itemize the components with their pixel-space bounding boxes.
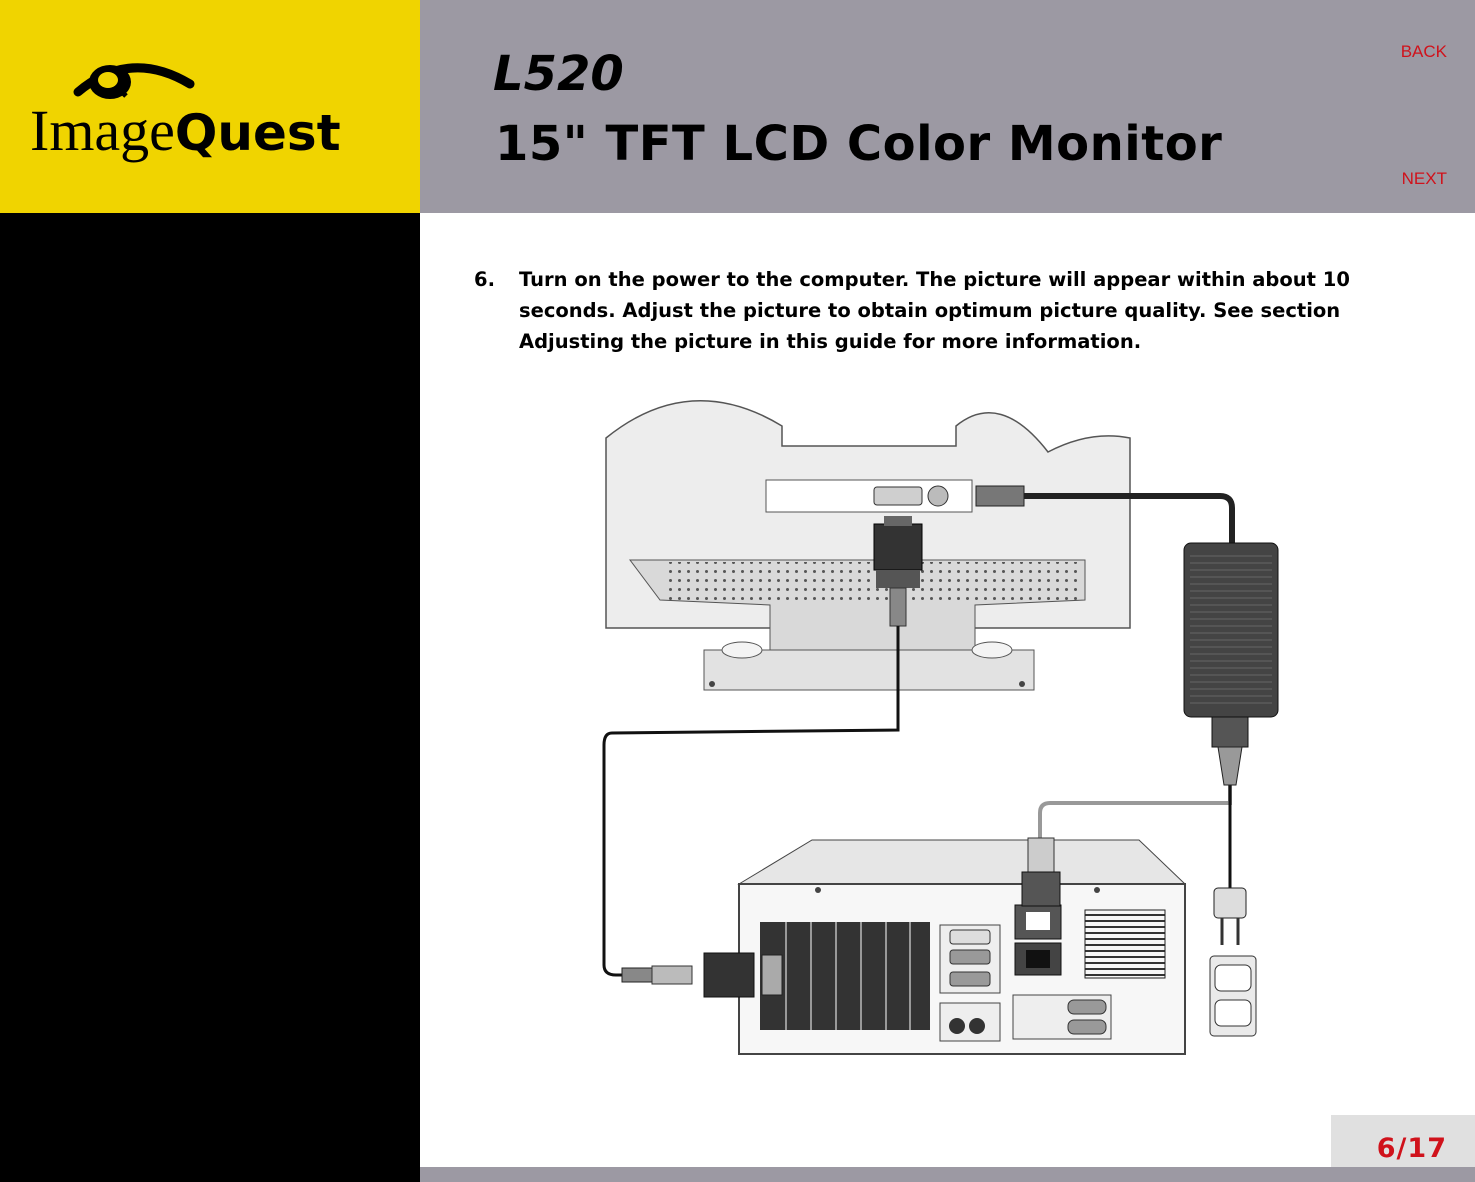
- power-adapter: [1183, 542, 1279, 786]
- signal-cable: [602, 626, 900, 977]
- instruction-step: 6. Turn on the power to the computer. Th…: [474, 264, 1394, 357]
- dc-power-cable: [1024, 493, 1235, 545]
- wall-plug: [1213, 887, 1247, 945]
- logo-panel: ImageQuest: [0, 0, 420, 213]
- model-title: L520: [493, 46, 624, 102]
- monitor-power-plug: [975, 485, 1025, 507]
- imagequest-logo: ImageQuest: [30, 63, 341, 163]
- monitor-rear: [605, 399, 1131, 691]
- header-bar: [420, 0, 1475, 213]
- back-link[interactable]: BACK: [1400, 42, 1447, 61]
- page-subtitle: 15" TFT LCD Color Monitor: [495, 116, 1223, 172]
- next-link[interactable]: NEXT: [1401, 169, 1447, 188]
- sidebar: [0, 213, 420, 1182]
- footer-bar: [420, 1167, 1475, 1182]
- computer-rear: [737, 839, 1187, 1055]
- step-number: 6.: [474, 268, 495, 291]
- computer-power-plug: [1021, 837, 1061, 907]
- eye-icon: [73, 63, 195, 99]
- step-text: Turn on the power to the computer. The p…: [519, 268, 1350, 353]
- page-number-tab: [1331, 1115, 1475, 1167]
- page-number: 6/17: [1376, 1133, 1447, 1164]
- ac-power-cord: [1038, 785, 1232, 840]
- monitor-dsub-connector: [873, 516, 923, 627]
- logo-wordmark: ImageQuest: [30, 98, 341, 163]
- wall-outlet: [1209, 955, 1257, 1037]
- signal-connector-computer: [621, 952, 755, 998]
